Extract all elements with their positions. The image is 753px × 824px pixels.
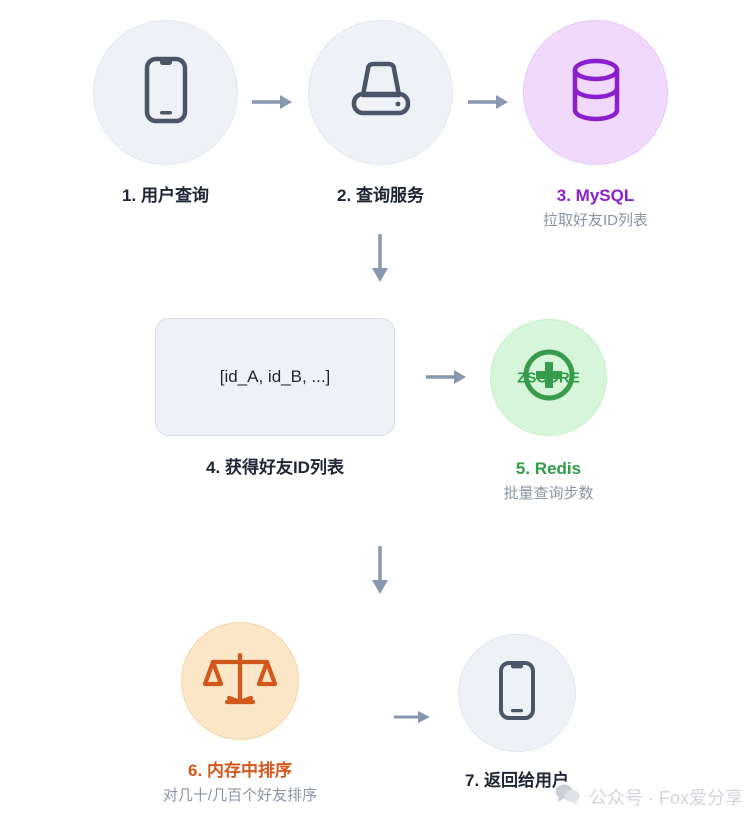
arrow-step6-step7 <box>392 707 432 732</box>
step-node-mysql: 3. MySQL 拉取好友ID列表 <box>523 20 668 231</box>
mobile-phone-icon <box>497 660 537 727</box>
step-node-friend-id-list: [id_A, id_B, ...] 4. 获得好友ID列表 <box>155 318 395 479</box>
step3-label: 3. MySQL <box>556 186 635 205</box>
step1-circle <box>93 20 238 165</box>
step4-label: 4. 获得好友ID列表 <box>206 458 344 477</box>
step2-circle <box>308 20 453 165</box>
watermark-text: 公众号 · Fox爱分享 <box>588 787 743 808</box>
step3-sublabel: 拉取好友ID列表 <box>542 212 648 229</box>
step-node-user-query: 1. 用户查询 <box>93 20 238 207</box>
watermark: 公众号 · Fox爱分享 <box>555 783 743 810</box>
step5-sublabel: 批量查询步数 <box>503 485 594 502</box>
step7-label: 7. 返回给用户 <box>465 771 569 790</box>
arrow-row1-row2 <box>368 232 392 289</box>
step-node-return-to-user: 7. 返回给用户 <box>458 634 576 792</box>
step5-circle: ZSCORE <box>490 319 607 436</box>
arrow-step4-step5 <box>424 367 468 392</box>
step4-box-text: [id_A, id_B, ...] <box>219 367 331 386</box>
step3-circle <box>523 20 668 165</box>
step4-box: [id_A, id_B, ...] <box>155 318 395 436</box>
step7-circle <box>458 634 576 752</box>
step2-label: 2. 查询服务 <box>337 186 424 205</box>
balance-scale-icon <box>202 642 278 721</box>
step6-label: 6. 内存中排序 <box>188 761 292 780</box>
server-icon <box>346 61 416 124</box>
step6-sublabel: 对几十/几百个好友排序 <box>162 787 318 804</box>
step5-label: 5. Redis <box>515 459 582 478</box>
arrow-row2-row3 <box>368 544 392 601</box>
zscore-target-icon <box>518 344 580 411</box>
wechat-icon <box>555 783 581 810</box>
step-node-query-service: 2. 查询服务 <box>308 20 453 207</box>
step-node-memory-sort: 6. 内存中排序 对几十/几百个好友排序 <box>163 622 317 806</box>
step6-circle <box>181 622 299 740</box>
arrow-step2-step3 <box>466 92 510 117</box>
mobile-phone-icon <box>143 55 189 130</box>
arrow-step1-step2 <box>250 92 294 117</box>
database-cylinder-icon <box>567 57 625 128</box>
step-node-redis: ZSCORE 5. Redis 批量查询步数 <box>490 319 607 504</box>
step1-label: 1. 用户查询 <box>122 186 209 205</box>
